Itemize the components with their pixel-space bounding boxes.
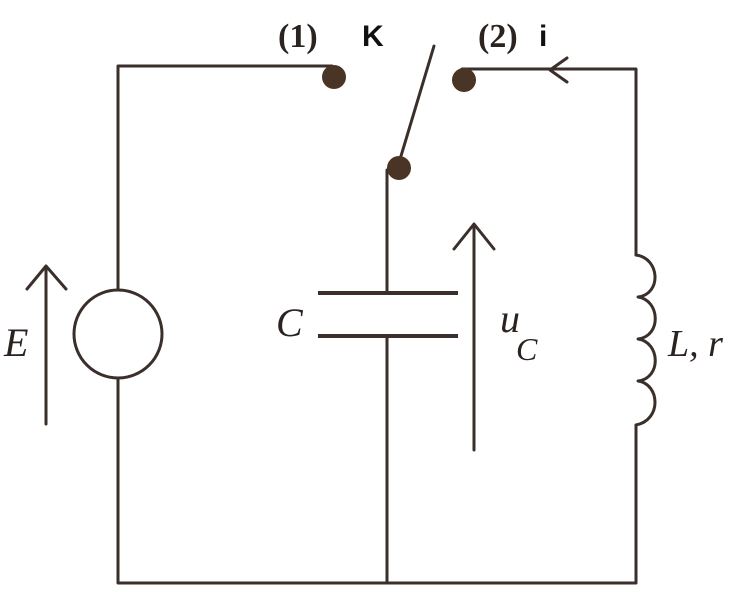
current-label: i bbox=[539, 20, 547, 53]
switch-contact-1 bbox=[322, 65, 346, 89]
switch-name-label: K bbox=[362, 20, 384, 53]
capacitor-label: C bbox=[276, 300, 304, 345]
switch-pivot bbox=[387, 156, 411, 180]
voltage-source-symbol bbox=[72, 288, 164, 380]
source-label: E bbox=[3, 320, 28, 365]
wire-middle-top bbox=[385, 168, 392, 294]
capacitor-voltage-label: u bbox=[500, 296, 520, 341]
wire-left-bottom bbox=[116, 376, 387, 585]
source-voltage-arrow bbox=[25, 264, 68, 426]
wires bbox=[116, 64, 638, 585]
switch-contact-2 bbox=[452, 68, 476, 92]
inductor-coil bbox=[634, 253, 657, 427]
wire-left-top bbox=[116, 64, 334, 292]
capacitor-voltage-arrow bbox=[452, 222, 496, 452]
switch-blade bbox=[396, 44, 436, 168]
switch-position-1-label: (1) bbox=[278, 18, 318, 55]
capacitor-voltage-subscript: C bbox=[516, 331, 538, 367]
wire-right-top bbox=[460, 67, 638, 257]
switch-position-2-label: (2) bbox=[478, 18, 518, 55]
current-arrow-icon bbox=[548, 56, 569, 84]
wire-bottom-right bbox=[383, 423, 638, 585]
inductor-label: L, r bbox=[667, 323, 723, 365]
